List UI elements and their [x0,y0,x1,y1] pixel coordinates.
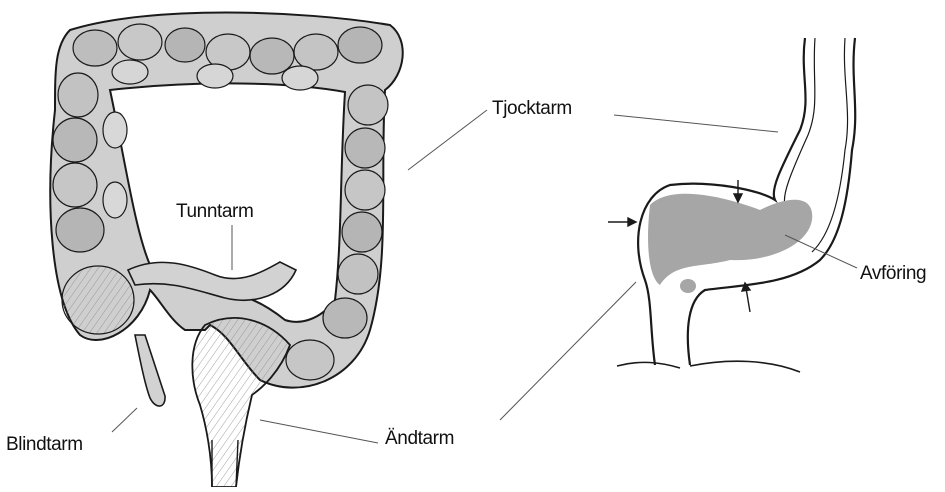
label-blindtarm: Blindtarm [6,434,83,456]
label-tjocktarm: Tjocktarm [492,98,572,120]
label-andtarm: Ändtarm [385,428,454,450]
rectum-section-illustration [608,38,855,372]
rectum [192,318,290,487]
label-avforing: Avföring [860,263,926,285]
large-intestine-illustration [50,13,402,488]
label-tunntarm: Tunntarm [176,201,253,223]
appendix [135,335,165,406]
pelvic-floor-line [617,361,800,372]
feces-fragment [680,279,696,293]
feces [648,194,812,285]
